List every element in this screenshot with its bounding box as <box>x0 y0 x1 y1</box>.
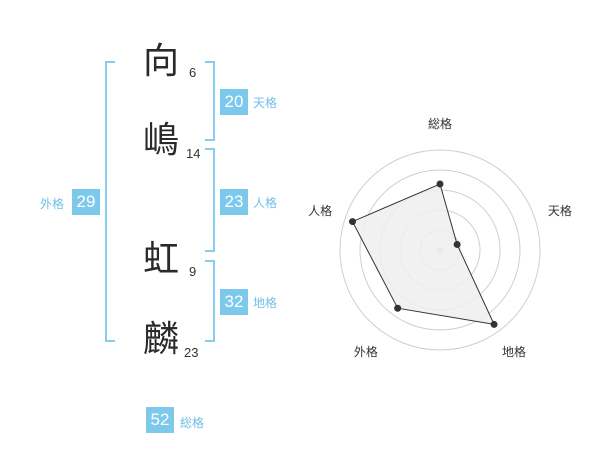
stroke-count-1: 6 <box>189 65 197 80</box>
ten-kaku-value: 20 <box>220 89 248 115</box>
sou-kaku-label: 総格 <box>180 416 205 430</box>
radar-area <box>351 183 495 326</box>
radar-axis-label-1: 総格 <box>428 116 452 131</box>
sou-kaku-value: 52 <box>146 407 174 433</box>
radar-point-1 <box>436 180 444 188</box>
radar-point-4 <box>394 304 402 312</box>
name-char-3: 虹 <box>143 239 180 280</box>
chi-kaku-label: 地格 <box>253 296 278 310</box>
ten-kaku-label: 天格 <box>253 96 278 110</box>
jin-bracket <box>205 148 215 252</box>
stroke-count-3: 9 <box>189 264 197 279</box>
radar-point-5 <box>349 218 357 226</box>
ten-bracket <box>205 61 215 141</box>
chi-bracket <box>205 260 215 342</box>
radar-ring-4 <box>359 169 521 331</box>
gai-kaku-label: 外格 <box>40 197 65 211</box>
stroke-count-2: 14 <box>186 146 201 161</box>
radar-axis-label-2: 天格 <box>548 203 572 218</box>
radar-axis-label-3: 地格 <box>502 344 526 359</box>
outer-bracket <box>105 61 115 342</box>
radar-point-3 <box>490 320 498 328</box>
name-char-4: 麟 <box>143 319 180 360</box>
name-char-2: 嶋 <box>143 120 180 161</box>
jin-kaku-value: 23 <box>220 189 248 215</box>
radar-axis-label-4: 外格 <box>354 344 378 359</box>
jin-kaku-label: 人格 <box>253 196 278 210</box>
stroke-count-4: 23 <box>184 345 199 360</box>
chi-kaku-value: 32 <box>220 289 248 315</box>
gai-kaku-value: 29 <box>72 189 100 215</box>
radar-axis-label-5: 人格 <box>308 203 332 218</box>
radar-ring-5 <box>339 149 541 351</box>
name-char-1: 向 <box>143 41 180 82</box>
radar-point-2 <box>453 240 461 248</box>
